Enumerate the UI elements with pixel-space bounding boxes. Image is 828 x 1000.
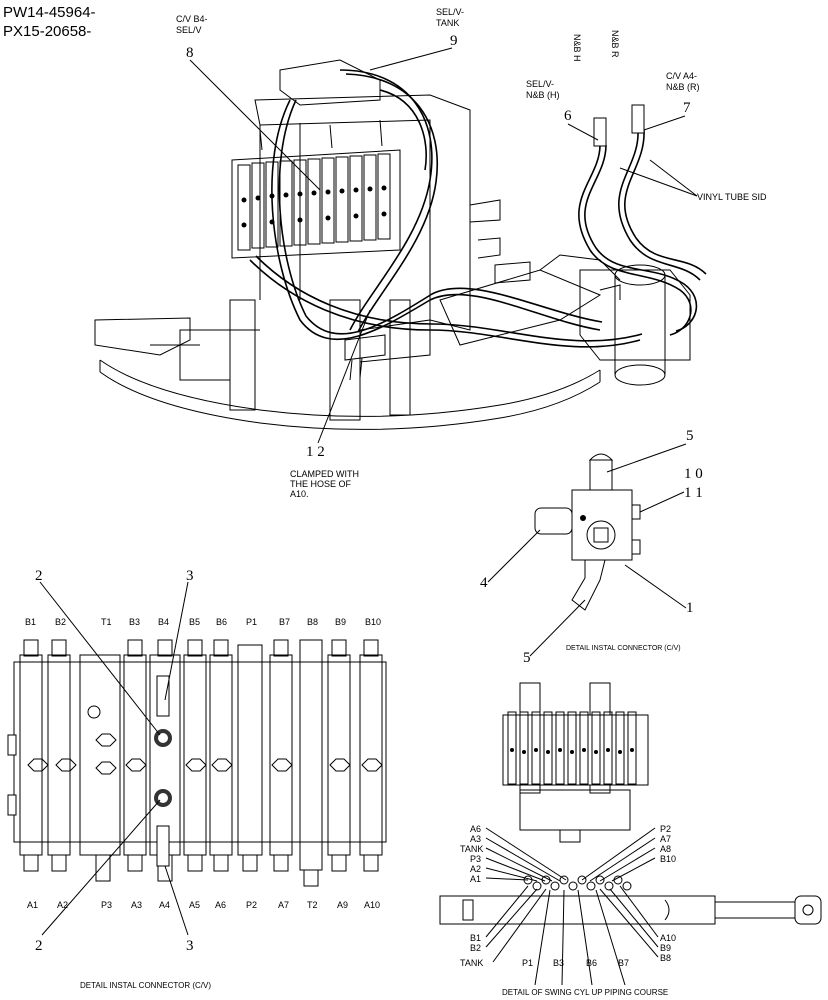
callout-nb-r: N&B R <box>610 30 620 58</box>
piping-port-label: A3 <box>470 834 481 844</box>
bottom-port-label: A2 <box>57 900 68 910</box>
item-number-8: 8 <box>186 45 194 61</box>
item-number-9: 9 <box>450 33 458 49</box>
callout-vinyl-tube: VINYL TUBE SID <box>697 192 767 202</box>
bottom-port-label: P3 <box>101 900 112 910</box>
piping-port-label: B6 <box>586 958 597 968</box>
clamped-note-3: A10. <box>290 489 309 499</box>
bottom-port-label: A6 <box>215 900 226 910</box>
connector-detail-drawing <box>534 453 641 611</box>
callout-sel-v-nb-h-2: N&B (H) <box>526 90 560 100</box>
part-number-1: PW14-45964- <box>3 4 96 21</box>
piping-port-label: A8 <box>660 844 671 854</box>
bottom-port-label: T2 <box>307 900 318 910</box>
piping-port-label: A7 <box>660 834 671 844</box>
item-number-7: 7 <box>683 100 691 116</box>
bottom-port-label: A3 <box>131 900 142 910</box>
valve-top-port-labels: B1 B2 T1 B3 B4 B5 B6 P1 B7 B8 B9 B10 <box>25 617 381 627</box>
piping-port-label: B1 <box>470 933 481 943</box>
connector-item-5-top: 5 <box>686 428 694 444</box>
callout-cv-b4-sel-v-2: SEL/V <box>176 25 202 35</box>
callout-cv-b4-sel-v-1: C/V B4- <box>176 14 208 24</box>
piping-port-label: B7 <box>618 958 629 968</box>
bottom-port-label: A1 <box>27 900 38 910</box>
top-port-label: B5 <box>189 617 200 627</box>
piping-port-label: B3 <box>553 958 564 968</box>
valve-item-3-bottom: 3 <box>186 938 194 954</box>
callout-cv-a4-nb-r-2: N&B (R) <box>666 82 700 92</box>
piping-port-label: B9 <box>660 943 671 953</box>
piping-left-top-labels: A6 A3 TANK P3 A2 A1 <box>460 824 483 884</box>
top-port-label: P1 <box>246 617 257 627</box>
callout-cv-a4-nb-r-1: C/V A4- <box>666 71 697 81</box>
piping-port-label: TANK <box>460 958 483 968</box>
piping-port-label: B10 <box>660 854 676 864</box>
connector-item-5-bottom: 5 <box>523 650 531 666</box>
control-valve-front-view <box>7 639 387 887</box>
top-port-label: B9 <box>335 617 346 627</box>
main-assembly-view <box>94 59 707 430</box>
bottom-port-label: P2 <box>246 900 257 910</box>
callout-sel-v-tank-1: SEL/V- <box>436 7 464 17</box>
top-port-label: B2 <box>55 617 66 627</box>
piping-port-label: A10 <box>660 933 676 943</box>
bottom-port-label: A9 <box>337 900 348 910</box>
piping-port-label: B2 <box>470 943 481 953</box>
bottom-port-label: A7 <box>278 900 289 910</box>
callout-nb-h: N&B H <box>572 34 582 62</box>
piping-port-label: B8 <box>660 953 671 963</box>
callout-sel-v-nb-h-1: SEL/V- <box>526 79 554 89</box>
piping-detail-title: DETAIL OF SWING CYL UP PIPING COURSE <box>502 988 668 997</box>
part-number-2: PX15-20658- <box>3 23 91 40</box>
valve-bottom-port-labels: A1 A2 P3 A3 A4 A5 A6 P2 A7 T2 A9 A10 <box>27 900 380 910</box>
piping-port-label: P3 <box>470 854 481 864</box>
clamped-note-2: THE HOSE OF <box>290 479 352 489</box>
piping-port-label: P1 <box>522 958 533 968</box>
piping-port-label: A2 <box>470 864 481 874</box>
top-port-label: B6 <box>216 617 227 627</box>
callout-sel-v-tank-2: TANK <box>436 18 459 28</box>
connector-item-1: 1 <box>686 600 694 616</box>
valve-item-2-top: 2 <box>35 568 43 584</box>
piping-right-bottom-labels: A10 B9 B8 <box>660 933 676 963</box>
bottom-port-label: A4 <box>159 900 170 910</box>
item-number-12: 1 2 <box>306 444 325 460</box>
bottom-port-label: A10 <box>364 900 380 910</box>
top-port-label: B3 <box>129 617 140 627</box>
piping-bottom-labels: P1 B3 B6 B7 <box>522 958 629 968</box>
piping-left-bottom-labels: B1 B2 TANK <box>460 933 483 968</box>
clamped-note-1: CLAMPED WITH <box>290 469 359 479</box>
piping-port-label: A6 <box>470 824 481 834</box>
connector-detail-title: DETAIL INSTAL CONNECTOR (C/V) <box>566 645 681 652</box>
bottom-port-label: A5 <box>189 900 200 910</box>
top-port-label: B4 <box>158 617 169 627</box>
valve-detail-title: DETAIL INSTAL CONNECTOR (C/V) <box>80 981 211 990</box>
connector-item-4: 4 <box>480 575 488 591</box>
piping-port-label: P2 <box>660 824 671 834</box>
item-number-6: 6 <box>564 108 572 124</box>
top-port-label: B8 <box>307 617 318 627</box>
top-port-label: B10 <box>365 617 381 627</box>
connector-item-10: 1 0 <box>684 466 703 482</box>
valve-item-2-bottom: 2 <box>35 938 43 954</box>
piping-port-label: TANK <box>460 844 483 854</box>
top-port-label: B7 <box>279 617 290 627</box>
top-port-label: B1 <box>25 617 36 627</box>
piping-right-top-labels: P2 A7 A8 B10 <box>660 824 676 864</box>
top-port-label: T1 <box>101 617 112 627</box>
connector-item-11: 1 1 <box>684 485 703 501</box>
valve-item-3-top: 3 <box>186 568 194 584</box>
piping-detail-drawing <box>439 682 822 986</box>
piping-port-label: A1 <box>470 874 481 884</box>
